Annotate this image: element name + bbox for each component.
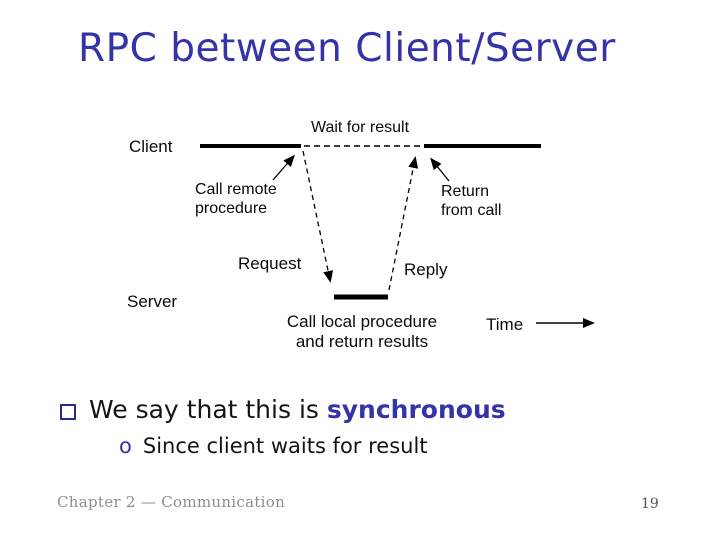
footer-chapter: Chapter 2 — Communication: [57, 493, 286, 511]
bullet-sub: o Since client waits for result: [119, 434, 428, 458]
call-local-label-line1: Call local procedure: [287, 312, 437, 331]
bullet-main-text: We say that this is synchronous: [89, 395, 506, 424]
client-label: Client: [129, 137, 173, 156]
time-label: Time: [486, 315, 523, 334]
rpc-diagram: Client Server Wait for result Call remot…: [127, 119, 595, 351]
bullet-sub-text: Since client waits for result: [142, 434, 428, 458]
circle-bullet-icon: o: [119, 434, 132, 458]
return-from-call-label-line1: Return: [441, 183, 489, 200]
reply-arrow: [388, 156, 419, 291]
call-remote-label-line2: procedure: [195, 200, 267, 217]
request-arrow: [302, 150, 334, 283]
slide-title: RPC between Client/Server: [78, 26, 616, 71]
bullet-main: We say that this is synchronous: [60, 395, 506, 424]
request-label: Request: [238, 254, 302, 273]
footer-page-number: 19: [641, 496, 659, 512]
bullet-main-text-black: We say that this is: [89, 395, 327, 424]
call-local-label-line2: and return results: [296, 332, 428, 351]
return-from-call-label-line2: from call: [441, 202, 501, 219]
return-annotation-arrow: [430, 157, 450, 182]
call-remote-annotation-arrow: [272, 154, 295, 181]
wait-for-result-label: Wait for result: [311, 119, 410, 136]
bullet-main-accent: synchronous: [326, 395, 506, 424]
call-remote-label-line1: Call remote: [195, 181, 277, 198]
server-label: Server: [127, 292, 177, 311]
square-bullet-icon: [60, 404, 76, 420]
reply-label: Reply: [404, 260, 448, 279]
